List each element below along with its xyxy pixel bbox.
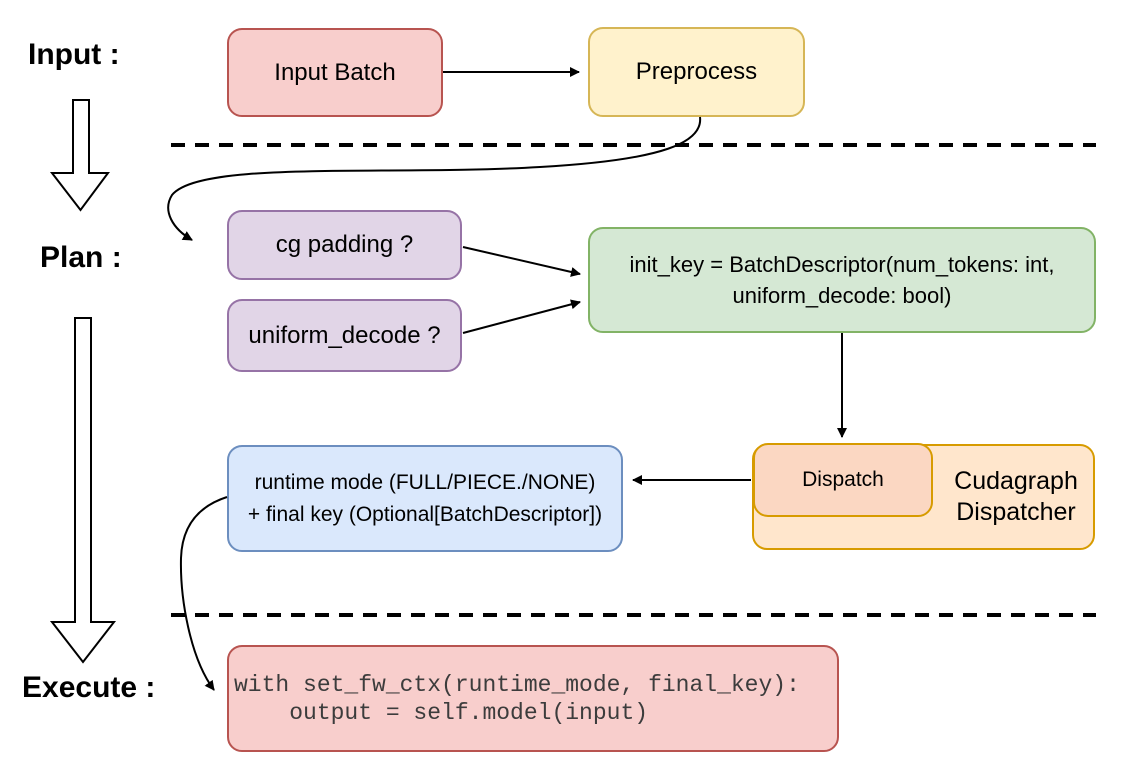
arrow-cg-padding-to-init-key xyxy=(462,246,581,277)
node-dispatch: Dispatch xyxy=(753,443,933,517)
node-runtime-mode-line2: + final key (Optional[BatchDescriptor]) xyxy=(247,502,603,526)
arrow-uniform-decode-to-init-key xyxy=(462,299,581,334)
execute-code-line2: output = self.model(input) xyxy=(234,699,649,726)
node-cg-padding-label: cg padding ? xyxy=(275,231,414,259)
node-init-key-line2: uniform_decode: bool) xyxy=(732,283,952,308)
node-execute-code: with set_fw_ctx(runtime_mode, final_key)… xyxy=(227,645,839,752)
node-runtime-mode-line1: runtime mode (FULL/PIECE./NONE) xyxy=(254,470,596,494)
arrow-runtime-mode-to-execute-code xyxy=(179,496,228,691)
node-init-key-line1: init_key = BatchDescriptor(num_tokens: i… xyxy=(629,252,1055,277)
cudagraph-line1: Cudagraph xyxy=(954,467,1078,495)
node-preprocess: Preprocess xyxy=(588,27,805,117)
node-uniform-decode-label: uniform_decode ? xyxy=(248,321,441,349)
node-cudagraph-dispatcher-label: Cudagraph Dispatcher xyxy=(935,446,1097,548)
node-cg-padding: cg padding ? xyxy=(227,210,462,280)
node-uniform-decode: uniform_decode ? xyxy=(227,299,462,372)
node-preprocess-label: Preprocess xyxy=(635,58,758,86)
cudagraph-line2: Dispatcher xyxy=(956,498,1076,526)
section-label-plan: Plan : xyxy=(40,241,122,274)
execute-code-line1: with set_fw_ctx(runtime_mode, final_key)… xyxy=(234,671,800,698)
node-input-batch-label: Input Batch xyxy=(274,58,396,86)
input-section-arrow xyxy=(49,99,110,212)
node-init-key: init_key = BatchDescriptor(num_tokens: i… xyxy=(588,227,1096,333)
node-dispatch-label: Dispatch xyxy=(802,468,884,492)
node-runtime-mode: runtime mode (FULL/PIECE./NONE) + final … xyxy=(227,445,623,552)
plan-section-arrow xyxy=(49,317,117,664)
section-label-execute: Execute : xyxy=(22,671,156,704)
section-label-input: Input : xyxy=(28,38,120,71)
node-input-batch: Input Batch xyxy=(227,28,443,117)
